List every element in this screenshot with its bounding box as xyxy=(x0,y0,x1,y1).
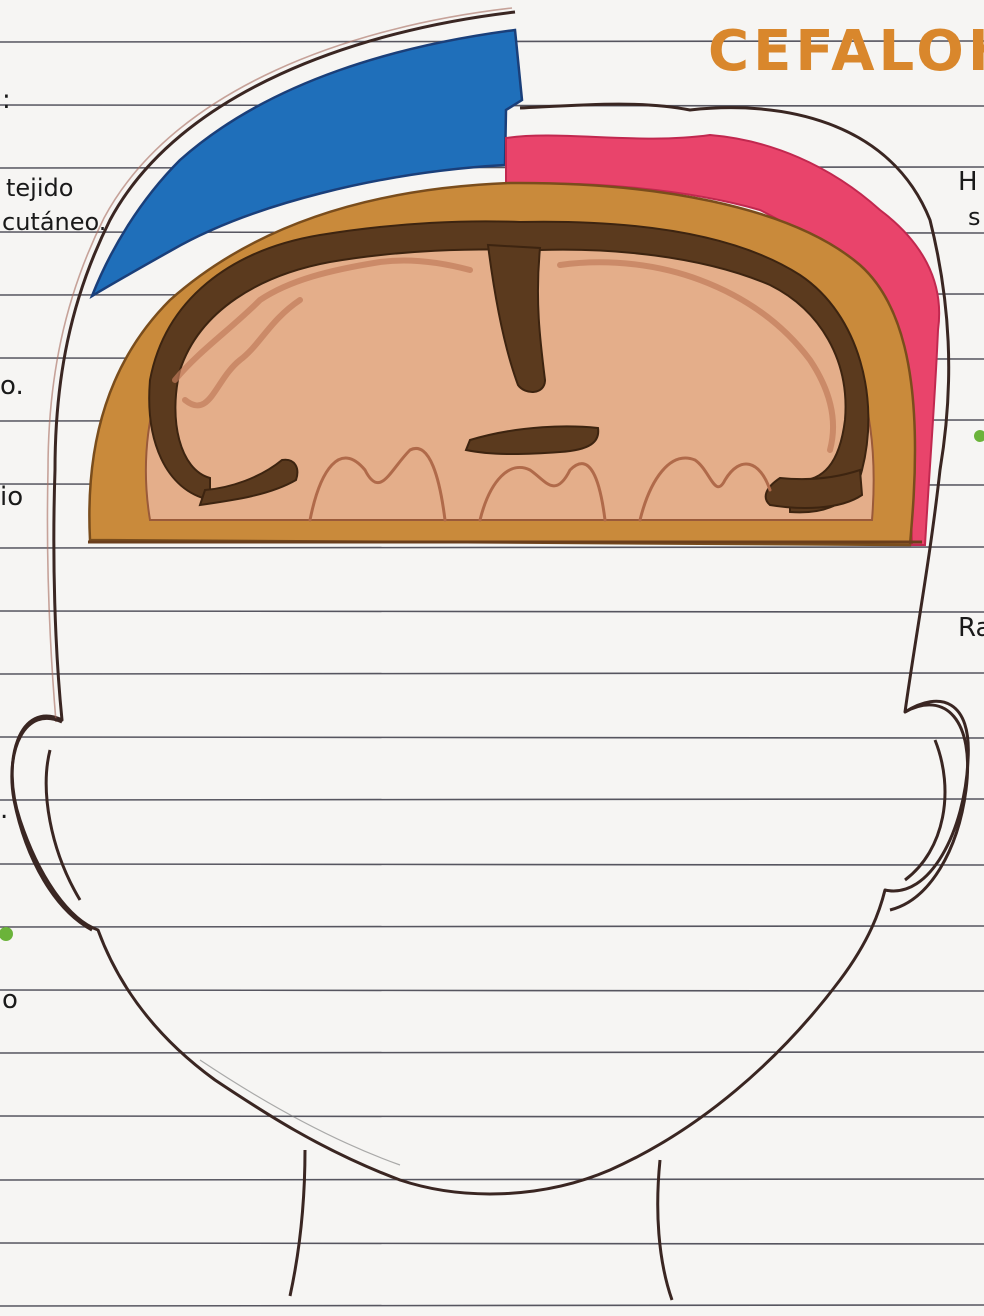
label-left-dot: . xyxy=(0,795,8,825)
ruled-line xyxy=(0,737,984,738)
left-ear xyxy=(12,718,92,930)
ruled-line xyxy=(0,799,984,800)
ruled-line xyxy=(0,926,984,927)
page-title: CEFALOHE xyxy=(708,19,984,84)
label-cutaneo: cutáneo. xyxy=(2,208,106,236)
green-dot-icon xyxy=(0,927,13,941)
ruled-line xyxy=(0,990,984,991)
ruled-line xyxy=(0,1179,984,1180)
label-right-ra: Ra xyxy=(958,613,984,643)
ruled-line xyxy=(0,1243,984,1244)
label-left-io: io xyxy=(0,482,23,512)
label-left-o: o xyxy=(2,985,18,1015)
jaw-pencil-line xyxy=(200,1060,400,1165)
right-ear xyxy=(890,705,968,910)
ruled-line xyxy=(0,864,984,865)
neck-right xyxy=(658,1160,672,1300)
ruled-line xyxy=(0,1052,984,1053)
label-right-h: H xyxy=(958,167,978,197)
label-tejido: tejido xyxy=(6,174,73,202)
label-left-colon: : xyxy=(2,85,11,115)
ruled-line xyxy=(0,547,984,548)
neck-left xyxy=(290,1150,305,1296)
label-left-o-dot: o. xyxy=(0,371,24,401)
ruled-line xyxy=(0,673,984,674)
ruled-line xyxy=(0,1305,984,1306)
green-dot-icon xyxy=(974,430,984,442)
ruled-line xyxy=(0,1116,984,1117)
ruled-line xyxy=(0,611,984,612)
label-right-s: s xyxy=(968,203,981,231)
